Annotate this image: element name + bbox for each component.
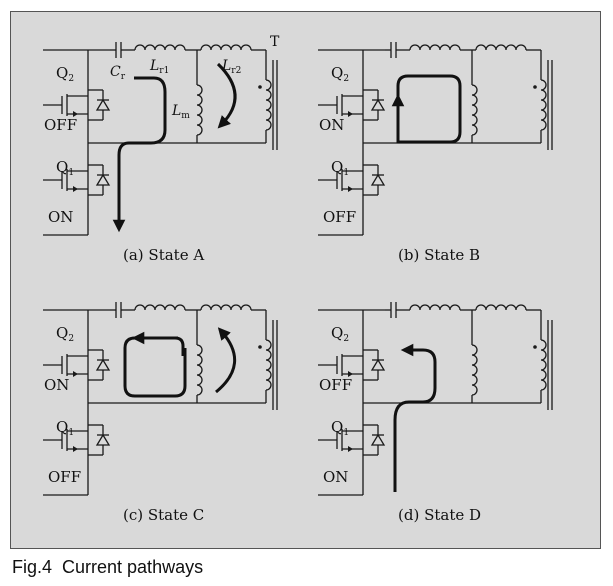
q2-state: ON: [319, 116, 344, 134]
q2-label: Q2: [331, 64, 349, 84]
mosfet-body-arrow: [348, 186, 353, 192]
mosfet-q1: [43, 424, 111, 456]
diode-triangle: [370, 98, 386, 111]
q1-state: OFF: [323, 208, 356, 226]
polarity-dot: [258, 85, 262, 89]
figure-caption: Fig.4 Current pathways: [12, 557, 204, 577]
inductor-lr1: [134, 44, 186, 51]
magnetizing-current-arrow: [215, 327, 237, 394]
q1-state: ON: [323, 468, 348, 486]
label-t: T: [270, 34, 280, 50]
mosfet-q1: [43, 164, 111, 196]
label-lm: Lm: [171, 103, 190, 121]
mosfet-body-arrow: [348, 446, 353, 452]
current-path-arrow: [391, 74, 462, 144]
q1-state: OFF: [48, 468, 81, 486]
diode-triangle: [95, 98, 111, 111]
q2-state: ON: [44, 376, 69, 394]
q2-state: OFF: [44, 116, 77, 134]
label-cr: Cr: [110, 64, 126, 82]
transformer-primary: [540, 79, 547, 131]
q2-label: Q2: [56, 324, 74, 344]
label-lr1: Lr1: [149, 58, 169, 76]
current-path-arrow: [123, 336, 187, 398]
q1-label: Q1: [331, 158, 349, 178]
diode-triangle: [370, 173, 386, 186]
magnetizing-current-arrow: [216, 62, 237, 129]
inductor-lr2: [200, 44, 252, 51]
mosfet-q2: [43, 89, 111, 121]
inductor-lm: [196, 84, 203, 136]
mosfet-q1: [318, 164, 386, 196]
mosfet-body-arrow: [348, 111, 353, 117]
diode-triangle: [95, 173, 111, 186]
mosfet-body-arrow: [73, 446, 78, 452]
state-b-caption: (b) State B: [398, 246, 480, 264]
state-d-caption: (d) State D: [398, 506, 481, 524]
q2-state: OFF: [319, 376, 352, 394]
mosfet-q2: [318, 349, 386, 381]
diode-triangle: [370, 433, 386, 446]
inductor-lr2: [200, 304, 252, 311]
inductor-lm: [471, 84, 478, 136]
label-lr2: Lr2: [221, 58, 241, 76]
polarity-dot: [533, 345, 537, 349]
transformer-primary: [265, 79, 272, 131]
mosfet-body-arrow: [73, 111, 78, 117]
diode-triangle: [95, 433, 111, 446]
mosfet-body-arrow: [73, 371, 78, 377]
transformer-primary: [540, 339, 547, 391]
inductor-lr1: [409, 44, 461, 51]
diode-triangle: [95, 358, 111, 371]
q1-label: Q1: [331, 418, 349, 438]
inductor-lr1: [134, 304, 186, 311]
current-path-arrow: [393, 343, 437, 492]
current-path-arrow: [112, 76, 167, 233]
diode-triangle: [370, 358, 386, 371]
figure-panel: [10, 11, 601, 549]
q2-label: Q2: [331, 324, 349, 344]
inductor-lr1: [409, 304, 461, 311]
inductor-lm: [471, 344, 478, 396]
q1-label: Q1: [56, 418, 74, 438]
polarity-dot: [533, 85, 537, 89]
mosfet-q1: [318, 424, 386, 456]
state-c-caption: (c) State C: [123, 506, 204, 524]
q1-label: Q1: [56, 158, 74, 178]
polarity-dot: [258, 345, 262, 349]
transformer-primary: [265, 339, 272, 391]
mosfet-q2: [43, 349, 111, 381]
state-a-caption: (a) State A: [123, 246, 204, 264]
mosfet-q2: [318, 89, 386, 121]
inductor-lm: [196, 344, 203, 396]
inductor-lr2: [475, 44, 527, 51]
inductor-lr2: [475, 304, 527, 311]
q1-state: ON: [48, 208, 73, 226]
mosfet-body-arrow: [348, 371, 353, 377]
mosfet-body-arrow: [73, 186, 78, 192]
q2-label: Q2: [56, 64, 74, 84]
